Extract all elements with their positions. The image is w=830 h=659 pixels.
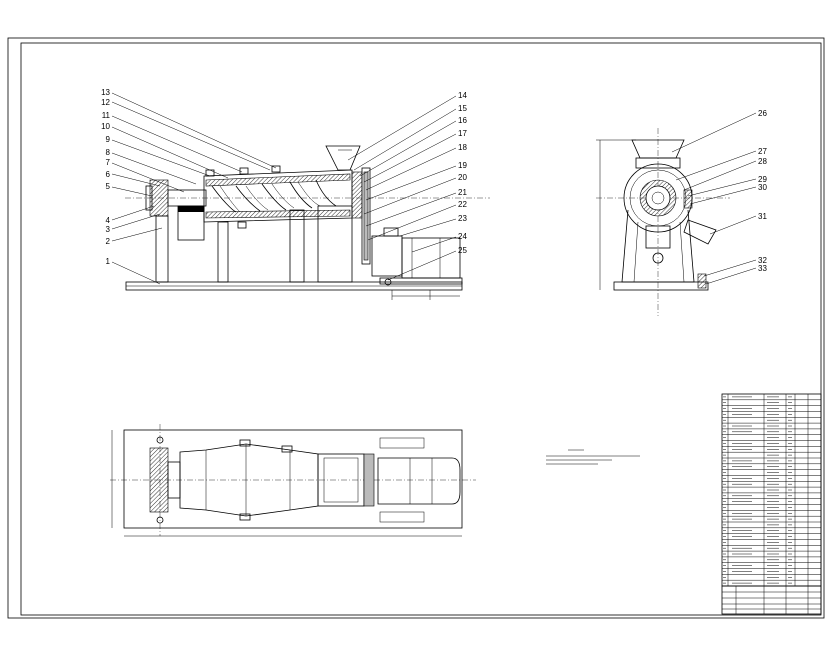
plan-base — [123, 429, 463, 529]
technical-notes — [546, 449, 640, 465]
callout-28: 28 — [758, 157, 767, 166]
bearing-support — [155, 215, 169, 283]
left-callout-labels: 13 12 11 10 9 8 7 6 5 4 3 2 1 — [101, 88, 110, 266]
side-view — [125, 145, 490, 300]
callout-10: 10 — [101, 122, 110, 131]
callout-18: 18 — [458, 143, 467, 152]
callout-22: 22 — [458, 200, 467, 209]
callout-17: 17 — [458, 129, 467, 138]
barrel-support-2 — [289, 209, 305, 283]
callout-4: 4 — [106, 216, 111, 225]
discharge-chute — [683, 219, 717, 245]
callout-27: 27 — [758, 147, 767, 156]
callout-20: 20 — [458, 173, 467, 182]
callout-21: 21 — [458, 188, 467, 197]
frame-column — [317, 205, 353, 283]
barrel-support-1 — [217, 221, 229, 283]
callout-16: 16 — [458, 116, 467, 125]
pulley-guard — [361, 167, 371, 265]
callout-8: 8 — [106, 148, 111, 157]
screw-flights — [211, 179, 337, 213]
callout-32: 32 — [758, 256, 767, 265]
title-block — [721, 585, 822, 615]
callout-2: 2 — [106, 237, 111, 246]
callout-7: 7 — [106, 158, 111, 167]
end-view — [596, 128, 730, 316]
left-leaders — [111, 92, 277, 285]
callout-14: 14 — [458, 91, 467, 100]
callout-23: 23 — [458, 214, 467, 223]
callout-30: 30 — [758, 183, 767, 192]
callout-3: 3 — [106, 225, 111, 234]
electric-motor — [401, 237, 461, 279]
inner-frame — [20, 42, 822, 616]
callout-1: 1 — [106, 257, 111, 266]
callout-5: 5 — [106, 182, 111, 191]
callout-26: 26 — [758, 109, 767, 118]
end-leaders — [671, 112, 757, 285]
title-block-frame — [721, 585, 822, 615]
right-callout-labels: 14 15 16 17 18 19 20 21 22 23 24 25 — [458, 91, 467, 255]
callout-25: 25 — [458, 246, 467, 255]
callout-24: 24 — [458, 232, 467, 241]
right-leaders — [347, 95, 457, 281]
callout-31: 31 — [758, 212, 767, 221]
callout-19: 19 — [458, 161, 467, 170]
parts-list — [721, 393, 822, 587]
end-callout-labels: 26 27 28 29 30 31 32 33 — [758, 109, 767, 273]
bearing-housing — [149, 179, 169, 217]
callout-6: 6 — [106, 170, 111, 179]
motor-mount — [371, 235, 403, 277]
callout-11: 11 — [102, 111, 111, 120]
callout-9: 9 — [106, 135, 111, 144]
callout-33: 33 — [758, 264, 767, 273]
die-flange — [351, 171, 363, 219]
top-view — [110, 424, 476, 537]
feed-hopper — [325, 145, 361, 171]
plan-motor — [377, 457, 461, 505]
outer-frame — [7, 37, 825, 619]
plan-bearing — [149, 447, 169, 513]
callout-15: 15 — [458, 104, 467, 113]
callout-13: 13 — [101, 88, 110, 97]
callout-29: 29 — [758, 175, 767, 184]
callout-12: 12 — [101, 98, 110, 107]
